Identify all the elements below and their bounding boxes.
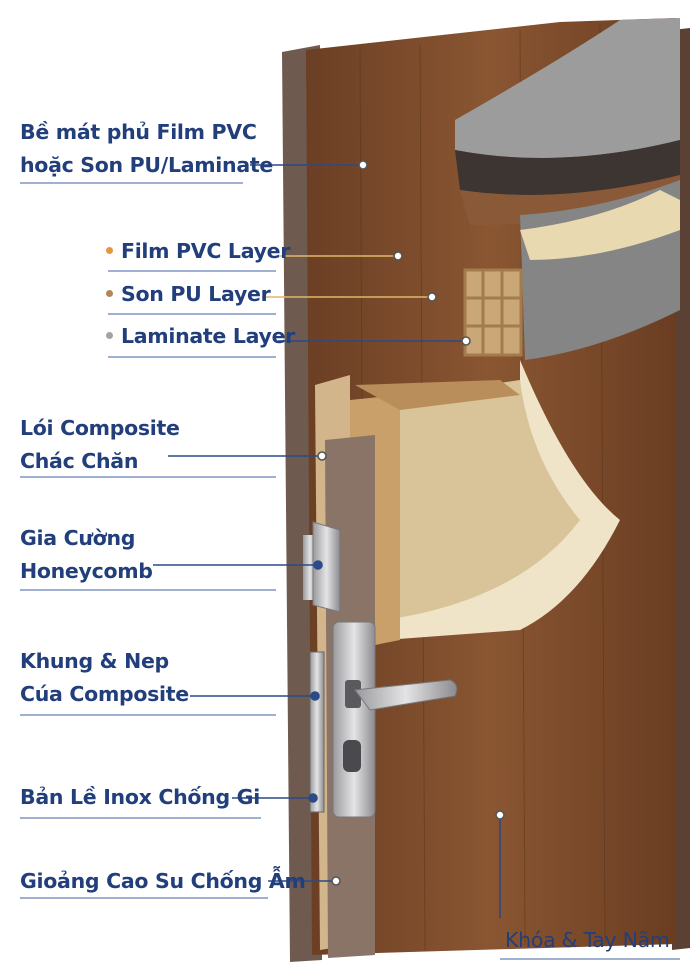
- underline-frame: [20, 714, 276, 716]
- label-lock: Khóa & Tay Nãm: [505, 928, 670, 952]
- core-material: [380, 380, 600, 640]
- surface-layer-wood: [460, 175, 680, 225]
- bullet-gray-icon: [106, 331, 113, 339]
- label-surface-line2: hoặc Son PU/Laminate: [20, 153, 273, 177]
- honeycomb-grid: [463, 268, 523, 357]
- label-gasket: Gioảng Cao Su Chống Ẫm: [20, 869, 306, 893]
- label-laminate: Laminate Layer: [106, 320, 295, 353]
- underline-film-pvc: [108, 270, 276, 272]
- bullet-brown-icon: [106, 289, 113, 297]
- core-edge: [385, 360, 620, 640]
- underline-lock: [500, 958, 680, 960]
- label-core: Lói Composite Chác Chăn: [20, 416, 180, 473]
- label-hinge: Bản Lề Inox Chống Gi: [20, 785, 260, 809]
- underline-son-pu: [108, 313, 276, 315]
- label-son-pu: Son PU Layer: [106, 278, 271, 311]
- underline-honeycomb: [20, 589, 276, 591]
- latch-strip: [309, 651, 325, 813]
- label-honeycomb: Gia Cường Honeycomb: [20, 526, 153, 583]
- label-surface: Bề mát phủ Film PVC hoặc Son PU/Laminate: [20, 116, 273, 182]
- cream-layer: [520, 190, 680, 260]
- door-handle: [354, 679, 458, 711]
- underline-surface: [20, 182, 243, 184]
- underline-gasket: [20, 897, 268, 899]
- hinge: [303, 521, 341, 613]
- surface-layer-gray: [455, 18, 680, 158]
- bullet-orange-icon: [106, 246, 113, 254]
- label-frame: Khung & Nep Cúa Composite: [20, 649, 189, 706]
- underline-hinge: [20, 817, 261, 819]
- label-film-pvc: Film PVC Layer: [106, 235, 290, 268]
- underline-core: [20, 476, 276, 478]
- surface-layer-dark: [455, 140, 680, 195]
- lock-plate: [332, 621, 458, 818]
- underline-laminate: [108, 356, 276, 358]
- label-surface-line1: Bề mát phủ Film PVC: [20, 120, 257, 144]
